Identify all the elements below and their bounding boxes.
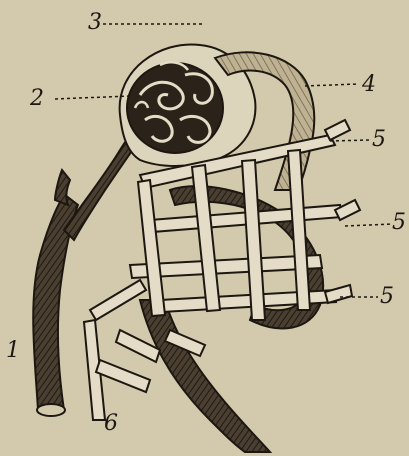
leader-4 xyxy=(305,84,358,86)
leader-5a xyxy=(330,140,370,141)
label-4: 4 xyxy=(362,74,376,96)
label-5-middle: 5 xyxy=(392,212,406,234)
label-2: 2 xyxy=(30,88,44,110)
label-6: 6 xyxy=(104,413,118,435)
label-5-bottom: 5 xyxy=(380,286,394,308)
glomerulus xyxy=(127,62,223,153)
leader-5b xyxy=(345,224,392,226)
efferent-vessel xyxy=(140,300,270,452)
label-5-top: 5 xyxy=(372,129,386,151)
label-3: 3 xyxy=(88,12,102,34)
leader-2 xyxy=(55,96,130,99)
label-1: 1 xyxy=(6,340,20,362)
